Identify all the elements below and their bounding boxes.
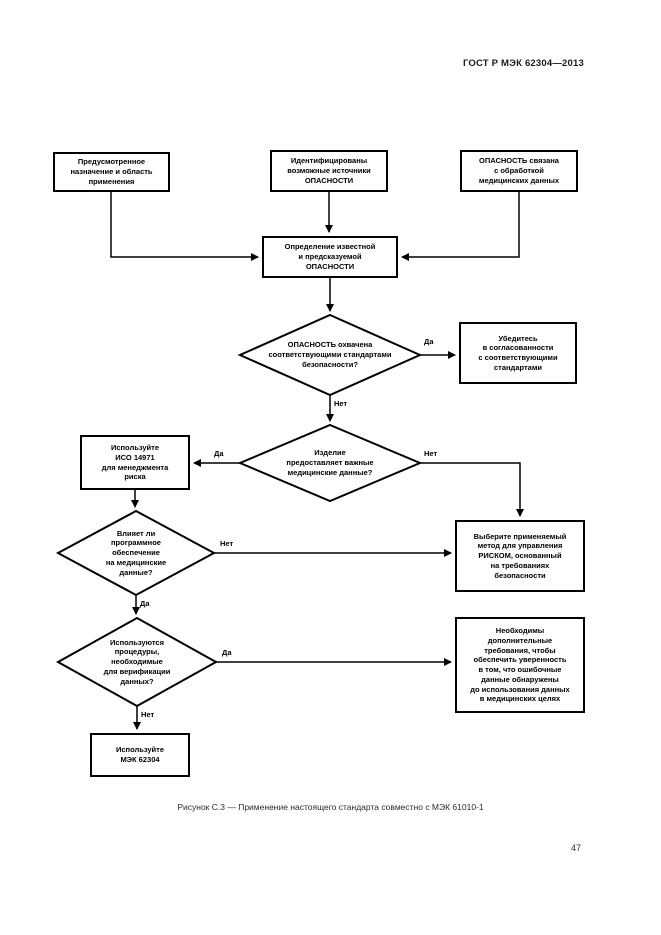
node-define-hazard: Определение известной и предсказуемой ОП… (262, 236, 398, 278)
branch-label-decision4-yes: Да (222, 648, 232, 657)
decision-standards-text: ОПАСНОСТЬ охвачена соответствующими стан… (268, 340, 392, 369)
connector-intended-to-define (110, 192, 259, 261)
branch-label-decision1-yes: Да (424, 337, 434, 346)
decision-product-data-shape (237, 423, 423, 503)
decision-software-text: Влияет ли программное обеспечение на мед… (105, 528, 167, 577)
decision-procedures-shape (55, 616, 219, 708)
branch-label-decision3-yes: Да (140, 599, 150, 608)
node-choose-method: Выберите применяемый метод для управлени… (455, 520, 585, 592)
node-ensure-conformance: Убедитесь в согласованности с соответств… (459, 322, 577, 384)
decision-software-shape (55, 509, 217, 597)
page-number: 47 (570, 843, 581, 853)
decision-procedures-text: Используются процедуры, необходимые для … (103, 637, 171, 686)
node-intended-use: Предусмотренное назначение и область при… (53, 152, 170, 192)
node-use-iec62304: Используйте МЭК 62304 (90, 733, 190, 777)
branch-label-decision1-no: Нет (334, 399, 348, 408)
node-additional-requirements: Необходимы дополнительные требования, чт… (455, 617, 585, 713)
document-header: ГОСТ Р МЭК 62304—2013 (462, 58, 584, 69)
branch-label-decision2-no: Нет (424, 449, 438, 458)
decision-standards-shape (237, 313, 423, 397)
node-identified-sources: Идентифицированы возможные источники ОПА… (270, 150, 388, 192)
node-use-iso14971: Используйте ИСО 14971 для менеджмента ри… (80, 435, 190, 490)
branch-label-decision4-no: Нет (141, 710, 155, 719)
branch-label-decision3-no: Нет (220, 539, 234, 548)
figure-caption: Рисунок С.3 — Применение настоящего стан… (177, 802, 484, 812)
decision-product-data-text: Изделие предоставляет важные медицинские… (286, 448, 374, 477)
connector-decision2-no (420, 462, 524, 517)
branch-label-decision2-yes: Да (214, 449, 224, 458)
node-hazard-data-processing: ОПАСНОСТЬ связана с обработкой медицинск… (460, 150, 578, 192)
connector-hazard-to-define (401, 192, 520, 261)
